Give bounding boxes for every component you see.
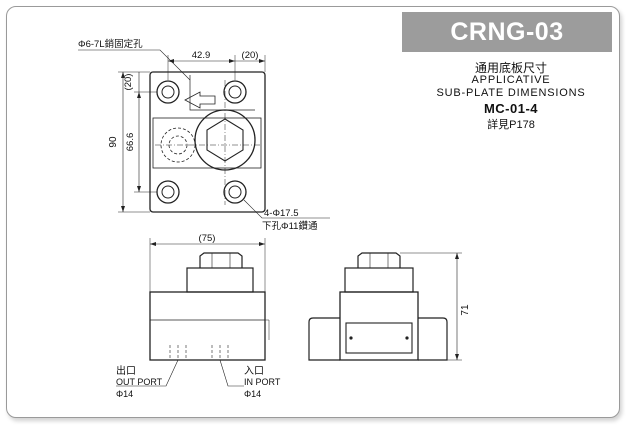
subplate-model: MC-01-4 — [483, 101, 539, 116]
flow-arrow — [184, 91, 216, 109]
drawing-frame — [6, 6, 620, 418]
mount-hole-top-right — [223, 80, 247, 104]
subplate-reference: 詳見P178 — [487, 119, 535, 131]
dim-20-left: (20) — [123, 74, 134, 91]
subplate-title-en-line1: APPLICATIVE — [471, 74, 551, 86]
mount-holes-sub-label: 下孔Φ11鑽通 — [262, 220, 318, 232]
top-view-inner-body — [152, 117, 262, 169]
mount-hole-top-left — [156, 80, 180, 104]
mount-hole-bottom-right — [223, 180, 247, 204]
in-port-cn: 入口 — [244, 366, 264, 377]
out-port-cn: 出口 — [116, 364, 136, 377]
dim-90: 90 — [108, 136, 119, 148]
top-view-outline — [149, 71, 266, 213]
top-view: Φ6-7L銷固定孔 42.9 (20) (20) 66.6 90 4-Φ17.5… — [78, 38, 330, 232]
side-left-flange — [308, 317, 340, 361]
pin-hole-label: Φ6-7L銷固定孔 — [78, 38, 143, 50]
subplate-title-cn: 通用底板尺寸 — [474, 61, 547, 75]
out-port-dia: Φ14 — [116, 389, 133, 399]
front-upper-block — [186, 267, 254, 293]
hidden-port — [160, 127, 196, 163]
front-top-nut — [199, 252, 243, 268]
dim-66-6: 66.6 — [125, 133, 136, 152]
side-upper-block — [344, 267, 414, 293]
mount-hole-bottom-left — [156, 180, 180, 204]
side-top-nut — [357, 252, 401, 268]
dim-42-9: 42.9 — [192, 50, 211, 61]
dim-20-top: (20) — [242, 50, 259, 61]
name-plate — [345, 322, 413, 354]
in-port-dia: Φ14 — [244, 389, 261, 399]
subplate-title-en-line2: SUB-PLATE DIMENSIONS — [436, 87, 586, 99]
side-view: 71 — [308, 252, 471, 361]
mount-holes-label: 4-Φ17.5 — [264, 208, 299, 219]
in-port-en: IN PORT — [244, 377, 281, 387]
dim-71: 71 — [460, 304, 471, 316]
out-port-en: OUT PORT — [116, 377, 163, 387]
dim-75: (75) — [199, 233, 216, 244]
side-main-body — [339, 291, 419, 361]
side-right-flange — [418, 317, 448, 361]
front-main-block — [149, 291, 266, 361]
model-code-banner: CRNG-03 — [402, 12, 612, 52]
front-view: (75) 出口 OUT PORT Φ14 入口 IN PORT Φ14 — [116, 233, 281, 399]
